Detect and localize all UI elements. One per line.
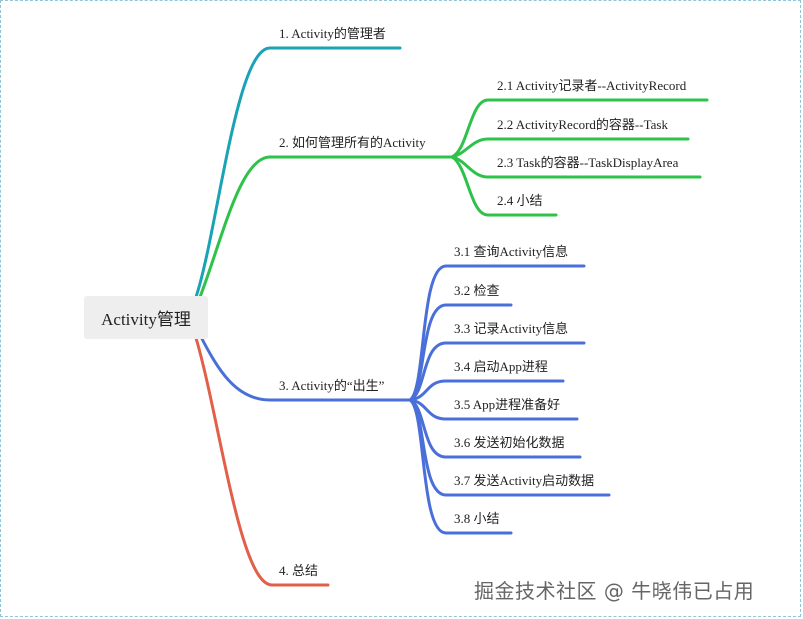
- branch-1-edge: [194, 46, 402, 299]
- branch-3-connectors: [198, 264, 611, 535]
- watermark: 掘金技术社区 @ 牛晓伟已占用: [474, 579, 755, 603]
- branch-2-3-label[interactable]: 2.3 Task的容器--TaskDisplayArea: [497, 155, 679, 170]
- branch-4-connectors: [194, 336, 330, 587]
- branch-3-8-edge: [408, 398, 513, 535]
- branch-2-connectors: [198, 98, 709, 299]
- branch-3-4-label[interactable]: 3.4 启动App进程: [454, 359, 548, 374]
- branch-3-label[interactable]: 3. Activity的“出生”: [279, 378, 385, 393]
- branch-2-label[interactable]: 2. 如何管理所有的Activity: [279, 135, 426, 150]
- branch-2-2-edge: [450, 137, 690, 159]
- branch-2-edge: [198, 155, 454, 299]
- branch-3-4-edge: [408, 379, 565, 402]
- branch-3-5-edge: [408, 398, 579, 421]
- branch-2-4-label[interactable]: 2.4 小结: [497, 193, 543, 208]
- branch-1-connectors: [194, 46, 402, 299]
- branch-3-6-label[interactable]: 3.6 发送初始化数据: [454, 435, 565, 450]
- branch-3-8-label[interactable]: 3.8 小结: [454, 511, 500, 526]
- branch-3-edge: [198, 333, 412, 402]
- branch-2-4-edge: [450, 155, 558, 217]
- branch-3-2-label[interactable]: 3.2 检查: [454, 283, 500, 298]
- branch-2-1-edge: [450, 98, 709, 159]
- branch-3-1-label[interactable]: 3.1 查询Activity信息: [454, 244, 569, 259]
- branch-3-7-label[interactable]: 3.7 发送Activity启动数据: [454, 473, 595, 488]
- branch-2-2-label[interactable]: 2.2 ActivityRecord的容器--Task: [497, 117, 668, 132]
- branch-3-5-label[interactable]: 3.5 App进程准备好: [454, 397, 561, 412]
- branch-4-edge: [194, 336, 330, 587]
- branch-3-3-label[interactable]: 3.3 记录Activity信息: [454, 321, 569, 336]
- branch-4-label[interactable]: 4. 总结: [279, 563, 319, 578]
- branch-1-label[interactable]: 1. Activity的管理者: [279, 26, 386, 41]
- branch-3-3-edge: [408, 341, 586, 402]
- root-node[interactable]: Activity管理: [84, 296, 208, 339]
- root-node-label: Activity管理: [101, 310, 191, 329]
- branch-2-1-label[interactable]: 2.1 Activity记录者--ActivityRecord: [497, 78, 687, 93]
- branch-3-2-edge: [408, 303, 513, 402]
